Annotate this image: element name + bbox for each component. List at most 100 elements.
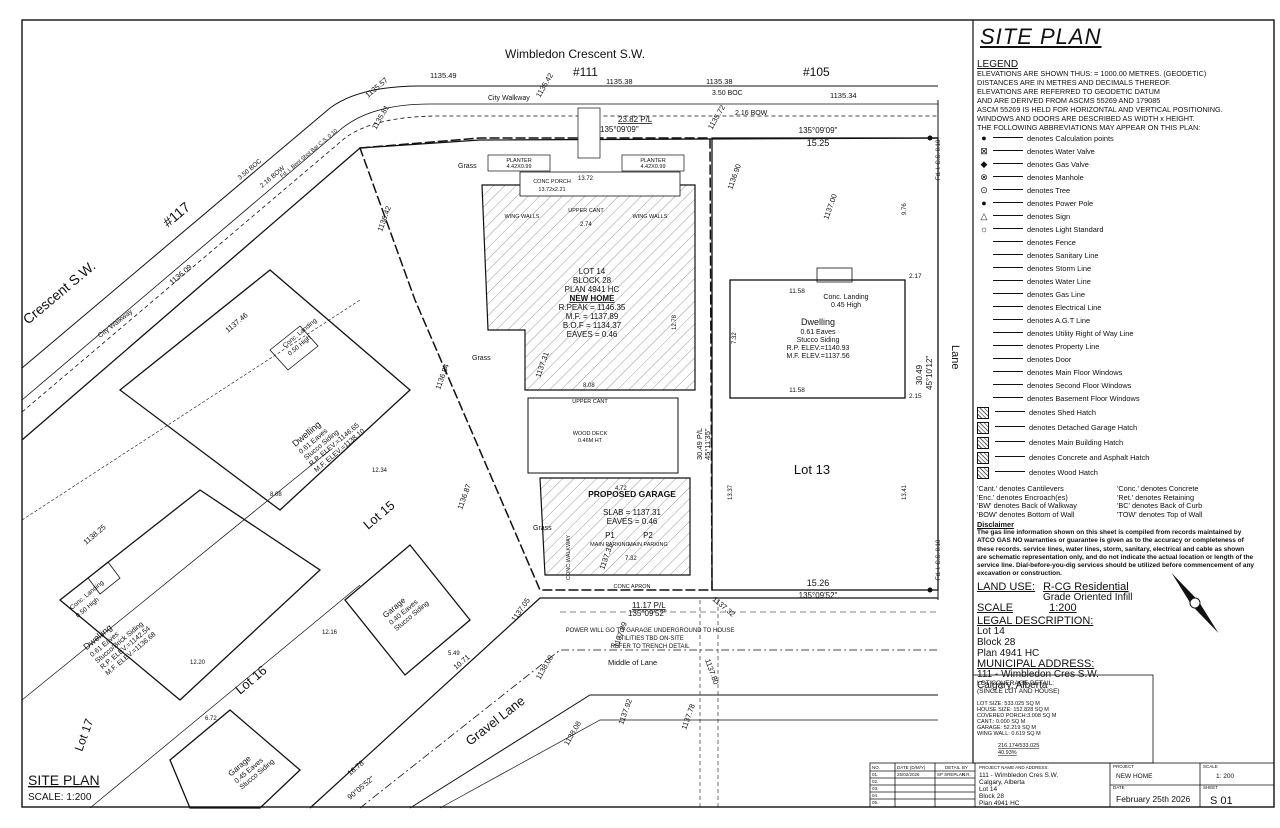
lot14-rear-pl: 11.17 P/L xyxy=(632,601,666,610)
legend-label: denotes Door xyxy=(1027,355,1072,364)
tb-blank-row: 02. xyxy=(872,779,878,784)
elevation-label: 1137.92 xyxy=(616,698,634,726)
lot14-planter-left xyxy=(487,154,551,172)
legend-label: denotes Main Building Hatch xyxy=(1029,438,1124,447)
lot14-p2: P2 xyxy=(643,531,653,540)
legend-line xyxy=(995,441,1025,442)
legend-line xyxy=(993,319,1023,320)
lot14-wing-walls: WING WALLS xyxy=(633,214,668,220)
land-use-value: R-CG Residential xyxy=(1043,580,1129,593)
bow-label: 2.16 BOW xyxy=(735,110,768,117)
legend-item: denotes Electrical Line xyxy=(977,301,1255,314)
tb-project-line: Calgary, Alberta xyxy=(979,779,1025,786)
hatch-legend-item: denotes Concrete and Asphalt Hatch xyxy=(977,450,1255,465)
lot14-house-footprint xyxy=(481,184,696,391)
coverage-line: WING WALL: 0.619 SQ M xyxy=(977,731,1041,737)
tb-project-small: PROJECT xyxy=(1113,764,1134,769)
legend-line xyxy=(993,176,1023,177)
legend-item: denotes Gas Line xyxy=(977,288,1255,301)
legend-line xyxy=(993,267,1023,268)
lot16-elev: 1138.25 xyxy=(82,523,108,547)
legend-intro-line: THE FOLLOWING ABBREVIATIONS MAY APPEAR O… xyxy=(977,123,1201,132)
lot16-dim: 12.16 xyxy=(322,630,338,636)
legend-line xyxy=(995,456,1025,457)
elevation-label: 1135.57 xyxy=(364,76,390,100)
legend-symbol-icon: ● xyxy=(981,133,987,143)
legend-line xyxy=(993,137,1023,138)
elevation-label: 1138.00 xyxy=(534,653,555,681)
elevation-label: 1135.34 xyxy=(830,91,857,100)
abbr-item: 'Cant.' denotes Cantilevers xyxy=(977,484,1064,493)
coverage-ratio-bot: 40.93% xyxy=(998,750,1017,756)
bent-bar-label: Fd. I. Bent Shot Bar C.S. 0.10 xyxy=(279,128,339,179)
lot14-eaves: EAVES = 0.46 xyxy=(567,330,618,339)
back-of-walk-line xyxy=(21,115,938,413)
lot14-conc-apron: CONC APRON xyxy=(614,584,651,590)
tb-project-line: Lot 14 xyxy=(979,786,997,793)
lot13-fd-ics: Fd. I. C.S. 0.10 xyxy=(936,139,942,180)
legend-label: denotes Property Line xyxy=(1027,342,1100,351)
hatch-swatch-icon xyxy=(977,466,989,479)
legend-intro-line: DISTANCES ARE IN METRES AND DECIMALS THE… xyxy=(977,78,1171,87)
lot17-lot: Lot 17 xyxy=(72,717,97,753)
lane-label: Lane xyxy=(949,345,961,369)
hatch-legend-item: denotes Main Building Hatch xyxy=(977,435,1255,450)
lot14-main-parking: MAIN PARKING xyxy=(628,542,668,548)
legend-line xyxy=(993,241,1023,242)
legend-item: ●denotes Calculation points xyxy=(977,132,1255,145)
abbr-item: 'Conc.' denotes Concrete xyxy=(1117,484,1199,493)
hatch-legend-item: denotes Wood Hatch xyxy=(977,465,1255,480)
lot13-side-dim: 30.49 xyxy=(915,364,924,385)
elevation-label: 1136.42 xyxy=(375,205,393,233)
legend-label: denotes Second Floor Windows xyxy=(1027,381,1132,390)
coverage-line: HOUSE SIZE: 152.828 SQ M xyxy=(977,707,1049,713)
elevation-label: 1136.87 xyxy=(455,483,473,511)
legend-symbol-icon: ⊙ xyxy=(980,185,988,195)
legend-item: ⊠denotes Water Valve xyxy=(977,145,1255,158)
trench-note: REFER TO TRENCH DETAIL xyxy=(611,644,691,650)
lot13-top-brg: 135°09'09" xyxy=(799,126,838,135)
lot14-planter-dim: 4.42X0.99 xyxy=(506,164,531,170)
lot15-lot: Lot 15 xyxy=(360,498,397,533)
lot14-wood-deck xyxy=(527,397,679,474)
legend-item: ◆denotes Gas Valve xyxy=(977,158,1255,171)
legend-line xyxy=(993,345,1023,346)
scale-value: 1:200 xyxy=(1049,601,1077,614)
lot16-dim: 12.20 xyxy=(190,660,206,666)
legal-line: Block 28 xyxy=(977,636,1016,648)
lot13-dim: 11.58 xyxy=(789,288,805,295)
legend-item: denotes Door xyxy=(977,353,1255,366)
hatch-swatch-icon xyxy=(977,451,989,464)
legend-intro-line: ELEVATIONS ARE REFERRED TO GEODETIC DATU… xyxy=(977,87,1160,96)
legend-line xyxy=(993,332,1023,333)
legend-label: denotes Tree xyxy=(1027,186,1071,195)
lot14-rear-brg: 135°09'52" xyxy=(628,609,667,618)
legend-line xyxy=(993,293,1023,294)
lot13-boundary xyxy=(711,137,939,591)
legend-label: denotes Sign xyxy=(1027,212,1071,221)
land-use: LAND USE: R-CG Residential xyxy=(977,580,1255,593)
legend-label: denotes Water Line xyxy=(1027,277,1091,286)
lot13-dim: 2.17 xyxy=(909,273,922,280)
legend-line xyxy=(993,254,1023,255)
legend-line xyxy=(995,426,1025,427)
legend-label: denotes Wood Hatch xyxy=(1029,468,1098,477)
disclaimer-title: Disclaimer xyxy=(977,520,1014,529)
utilities-note: UTILITIES TBD ON-SITE xyxy=(616,636,684,642)
lot13-landing xyxy=(816,267,853,283)
lot15-dim: 8.08 xyxy=(270,492,282,498)
lot13-dim: 9.76 xyxy=(902,203,908,215)
tb-row-by: K.R. xyxy=(962,772,971,777)
legend-list: ●denotes Calculation points⊠denotes Wate… xyxy=(977,132,1255,405)
plan-scale: SCALE: 1:200 xyxy=(28,792,92,803)
lot13-siding: Stucco Siding xyxy=(797,337,840,344)
lot17-dim: 16.78 xyxy=(346,759,366,778)
elevation-label: 1137.78 xyxy=(679,703,697,731)
legend-label: denotes Concrete and Asphalt Hatch xyxy=(1029,453,1150,462)
sheet-title: SITE PLAN xyxy=(980,24,1102,49)
lot14-grass-front: Grass xyxy=(458,163,477,170)
lot14-front-pl: 23.82 P/L xyxy=(618,115,653,124)
legend-line xyxy=(993,215,1023,216)
